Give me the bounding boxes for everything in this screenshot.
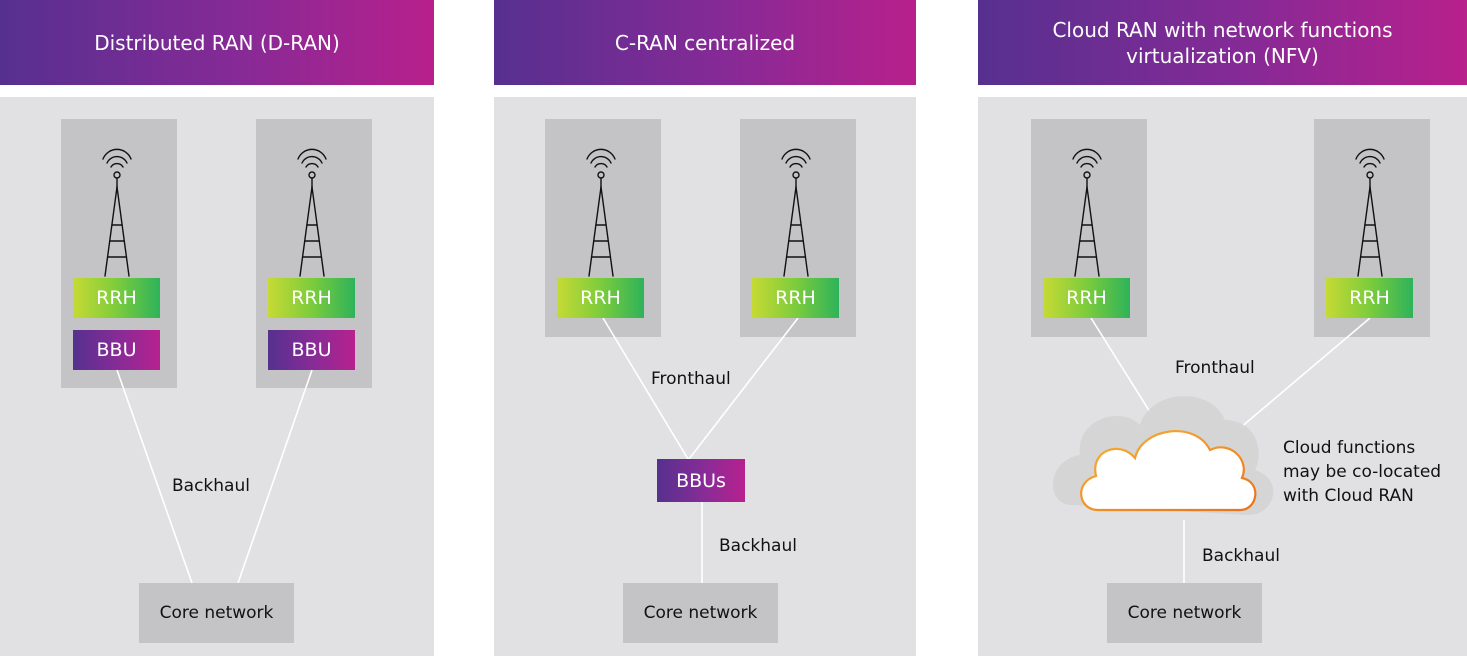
- rrh-box: RRH: [557, 278, 644, 318]
- rrh-box: RRH: [268, 278, 355, 318]
- rrh-box: RRH: [1326, 278, 1413, 318]
- core-network-box: Core network: [139, 583, 294, 643]
- cell-tower-icon: [1355, 148, 1385, 277]
- cell-tower-icon: [297, 148, 327, 277]
- bbus-box: BBUs: [657, 459, 745, 502]
- fronthaul-label: Fronthaul: [651, 369, 731, 389]
- panel-title: C-RAN centralized: [494, 0, 916, 85]
- backhaul-label: Backhaul: [719, 536, 797, 556]
- cloud-note: Cloud functions may be co-located with C…: [1283, 438, 1442, 506]
- core-network-box: Core network: [623, 583, 778, 643]
- panel-title-text: Cloud RAN with network functions virtual…: [1052, 17, 1393, 68]
- backhaul-label: Backhaul: [1202, 546, 1280, 566]
- panel-title: Distributed RAN (D-RAN): [0, 0, 434, 85]
- bbu-box: BBU: [73, 330, 160, 370]
- rrh-box: RRH: [752, 278, 839, 318]
- backhaul-label: Backhaul: [172, 476, 250, 496]
- panel-title-text: Distributed RAN (D-RAN): [94, 30, 340, 55]
- core-network-box: Core network: [1107, 583, 1262, 643]
- cell-tower-icon: [1072, 148, 1102, 277]
- panel-title-text: C-RAN centralized: [614, 30, 796, 55]
- cell-tower-icon: [781, 148, 811, 277]
- cloud-icon: [1080, 430, 1257, 512]
- cell-tower-icon: [586, 148, 616, 277]
- fronthaul-label: Fronthaul: [1175, 358, 1255, 378]
- rrh-box: RRH: [73, 278, 160, 318]
- rrh-box: RRH: [1043, 278, 1130, 318]
- cell-tower-icon: [102, 148, 132, 277]
- bbu-box: BBU: [268, 330, 355, 370]
- panel-title: Cloud RAN with network functions virtual…: [978, 0, 1467, 85]
